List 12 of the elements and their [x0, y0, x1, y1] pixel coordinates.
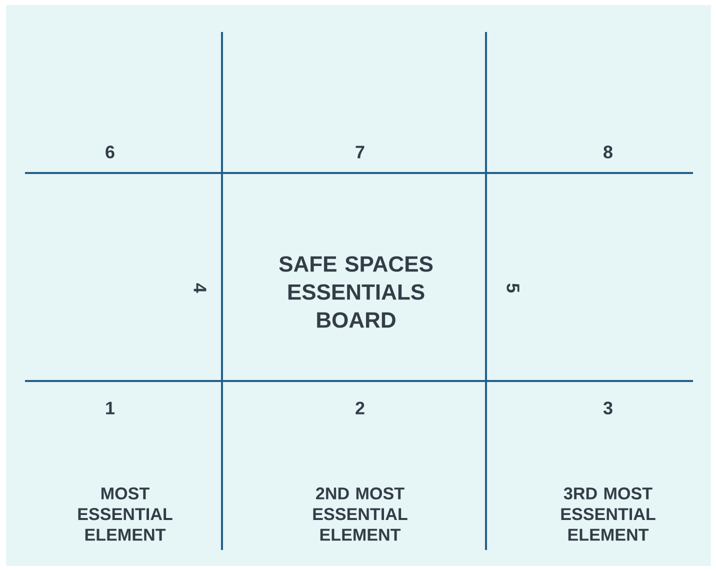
- cell-number: 4: [194, 283, 206, 293]
- cell-label: 3RD MOST ESSENTIAL ELEMENT: [561, 487, 656, 541]
- cell-label: 2ND MOST ESSENTIAL ELEMENT: [313, 487, 408, 541]
- cell-number: 6: [106, 146, 114, 158]
- board-title: SAFE SPACES ESSENTIALS BOARD: [279, 256, 433, 328]
- cell-number: 5: [506, 284, 520, 293]
- cell-number: 7: [356, 146, 364, 158]
- cell-number: 3: [603, 402, 612, 414]
- cell-number: 2: [356, 402, 364, 414]
- cell-number: 1: [106, 402, 115, 414]
- cell-label: MOST ESSENTIAL ELEMENT: [78, 487, 172, 541]
- cell-number: 8: [604, 146, 612, 158]
